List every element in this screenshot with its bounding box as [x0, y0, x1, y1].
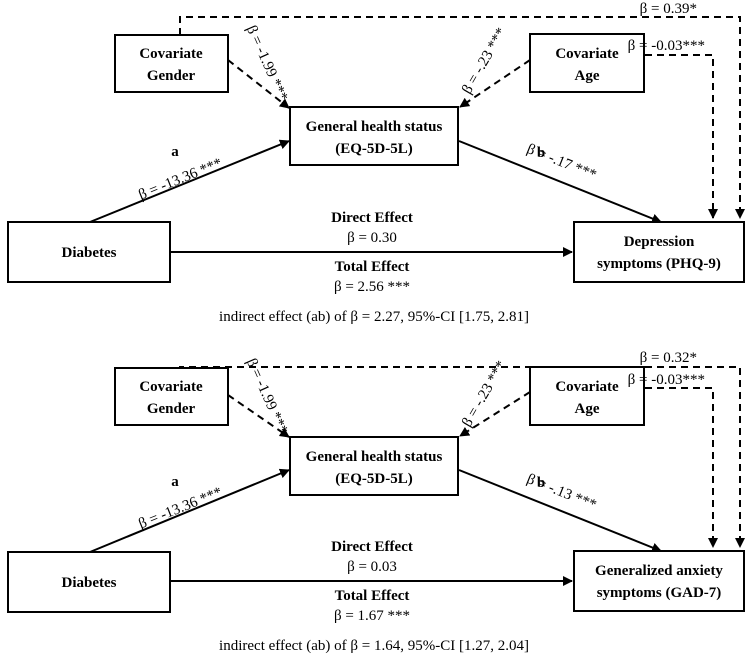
- covariate-gender-line2: Gender: [147, 401, 196, 417]
- predictor-box: [7, 221, 171, 283]
- mediator-line1: General health status: [306, 449, 443, 465]
- covariate-gender-box: [114, 367, 229, 426]
- path-b-label: b: [537, 475, 545, 491]
- covariate-age-box: [529, 366, 645, 426]
- gender-outcome-beta: β = 0.32*: [640, 350, 697, 366]
- path-a-label: a: [171, 474, 179, 490]
- outcome-line1: Generalized anxiety: [595, 563, 723, 579]
- outcome-box: [573, 221, 745, 283]
- mediator-box: [289, 106, 459, 166]
- gender-to-outcome-path: [179, 16, 745, 219]
- path-b-label: b: [537, 145, 545, 161]
- mediator-box: [289, 436, 459, 496]
- predictor-label: Diabetes: [62, 575, 117, 591]
- direct-effect-beta: β = 0.03: [347, 559, 397, 575]
- panel-depression: Covariate Gender Covariate Age General h…: [7, 1, 745, 325]
- predictor-label: Diabetes: [62, 245, 117, 261]
- age-to-mediator-path: [459, 391, 531, 437]
- age-outcome-beta: β = -0.03***: [628, 38, 705, 54]
- direct-effect-title: Direct Effect: [331, 210, 413, 226]
- age-to-mediator-path: [459, 59, 531, 108]
- covariate-age-line2: Age: [575, 68, 600, 84]
- total-effect-beta: β = 1.67 ***: [334, 608, 410, 624]
- age-to-outcome-path: [645, 387, 718, 548]
- gender-to-outcome-path: [179, 366, 745, 548]
- total-effect-title: Total Effect: [335, 259, 410, 275]
- covariate-age-line2: Age: [575, 401, 600, 417]
- age-outcome-beta: β = -0.03***: [628, 372, 705, 388]
- age-to-outcome-path: [645, 54, 718, 219]
- covariate-age-box: [529, 33, 645, 93]
- path-b-arrow: [458, 469, 662, 553]
- path-a-beta: β = -13.36 ***: [136, 484, 224, 532]
- path-a-label: a: [171, 144, 179, 160]
- covariate-age-line1: Covariate: [555, 379, 619, 395]
- direct-effect-title: Direct Effect: [331, 539, 413, 555]
- path-b-beta: β = -.17 ***: [524, 141, 598, 183]
- covariate-gender-box: [114, 34, 229, 93]
- total-effect-beta: β = 2.56 ***: [334, 279, 410, 295]
- gender-to-mediator-path: [227, 59, 290, 109]
- gender-mediator-beta: β = -1.99 ***: [243, 356, 291, 437]
- outcome-line2: symptoms (GAD-7): [597, 585, 722, 601]
- path-b-arrow: [458, 140, 662, 224]
- gender-outcome-beta: β = 0.39*: [640, 1, 697, 17]
- total-effect-title: Total Effect: [335, 588, 410, 604]
- outcome-line2: symptoms (PHQ-9): [597, 256, 721, 272]
- predictor-box: [7, 551, 171, 613]
- age-mediator-beta: β = -.23 ***: [459, 358, 510, 430]
- outcome-line1: Depression: [624, 234, 695, 250]
- outcome-box: [573, 550, 745, 612]
- gender-to-mediator-path: [227, 394, 290, 438]
- direct-effect-beta: β = 0.30: [347, 230, 397, 246]
- panel-anxiety: Covariate Gender Covariate Age General h…: [7, 350, 745, 654]
- covariate-gender-line1: Covariate: [139, 379, 203, 395]
- covariate-gender-line1: Covariate: [139, 46, 203, 62]
- mediator-line2: (EQ-5D-5L): [335, 141, 413, 157]
- indirect-effect-text: indirect effect (ab) of β = 1.64, 95%-CI…: [219, 638, 529, 654]
- covariate-age-line1: Covariate: [555, 46, 619, 62]
- path-a-arrow: [89, 468, 290, 553]
- indirect-effect-text: indirect effect (ab) of β = 2.27, 95%-CI…: [219, 309, 529, 325]
- mediator-line2: (EQ-5D-5L): [335, 471, 413, 487]
- path-b-beta: β = -.13 ***: [524, 471, 598, 513]
- age-mediator-beta: β = -.23 ***: [459, 25, 510, 97]
- mediator-line1: General health status: [306, 119, 443, 135]
- path-a-arrow: [89, 139, 290, 223]
- path-a-beta: β = -13.36 ***: [136, 155, 224, 203]
- covariate-gender-line2: Gender: [147, 68, 196, 84]
